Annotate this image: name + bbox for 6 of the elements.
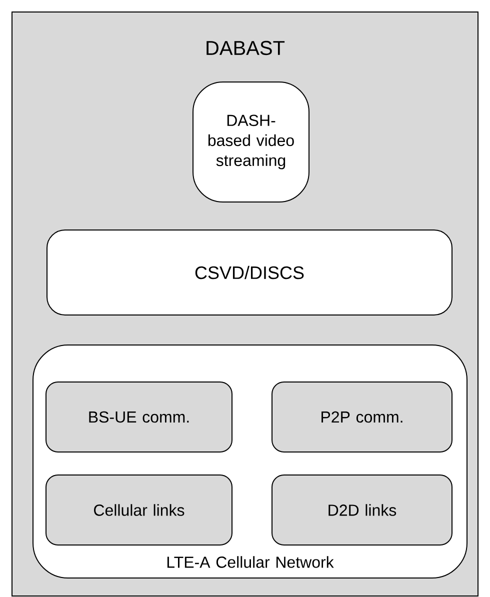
rounded-box: BS-UE comm.	[46, 382, 232, 452]
rounded-box: Cellular links	[46, 474, 232, 546]
rounded-box: D2D links	[272, 474, 452, 546]
rounded-box: P2P comm.	[272, 382, 452, 452]
rounded-box: DASH-based video streaming	[192, 82, 310, 202]
rounded-box: CSVD/DISCS	[46, 230, 452, 316]
